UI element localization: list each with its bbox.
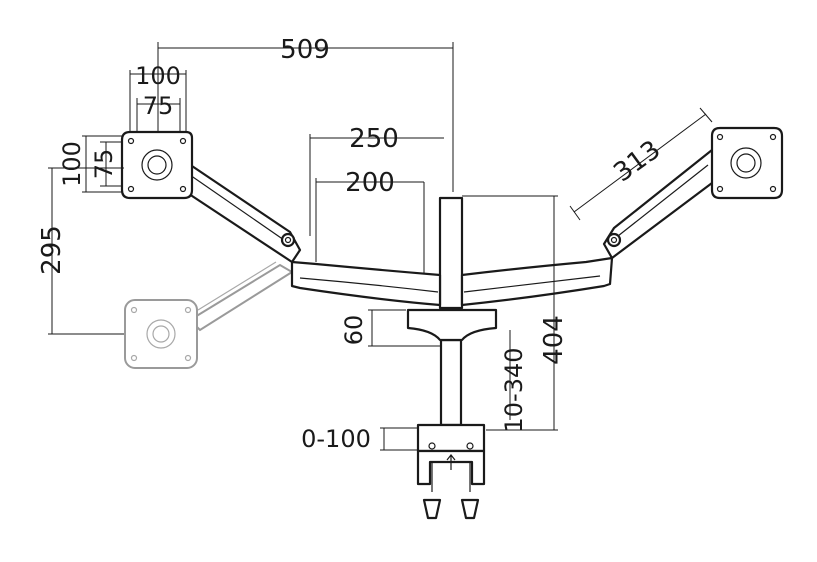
dim-vesa-outer-h: 100 (135, 62, 181, 90)
base-yoke (406, 308, 498, 342)
ghost-left-arm (124, 261, 294, 369)
lower-pole (439, 338, 463, 427)
dim-arm-reach-outer: 250 (349, 124, 399, 154)
dim-total-height: 404 (539, 315, 569, 365)
dim-arm-reach-inner: 200 (345, 168, 395, 198)
right-clamp-knob (460, 498, 480, 520)
dim-vesa-outer-v: 100 (58, 141, 86, 187)
arrow-up-icon (446, 454, 456, 470)
dim-desk-clamp: 0-100 (301, 425, 371, 453)
desk-clamp (416, 423, 486, 520)
ghost-vesa-plate (124, 299, 198, 369)
dim-vesa-inner-h: 75 (143, 92, 174, 120)
left-clamp-knob (422, 498, 442, 520)
dim-vertical-travel: 295 (37, 225, 67, 275)
right-vesa-plate (710, 126, 784, 200)
dim-base-height: 60 (340, 315, 368, 346)
left-arm (120, 130, 442, 307)
dim-vesa-inner-v: 75 (90, 149, 118, 180)
dim-total-width: 509 (280, 35, 330, 65)
left-vesa-plate (120, 130, 194, 200)
upper-pole (438, 196, 464, 310)
right-arm (460, 126, 784, 307)
dim-pole-range: 10-340 (500, 347, 528, 432)
